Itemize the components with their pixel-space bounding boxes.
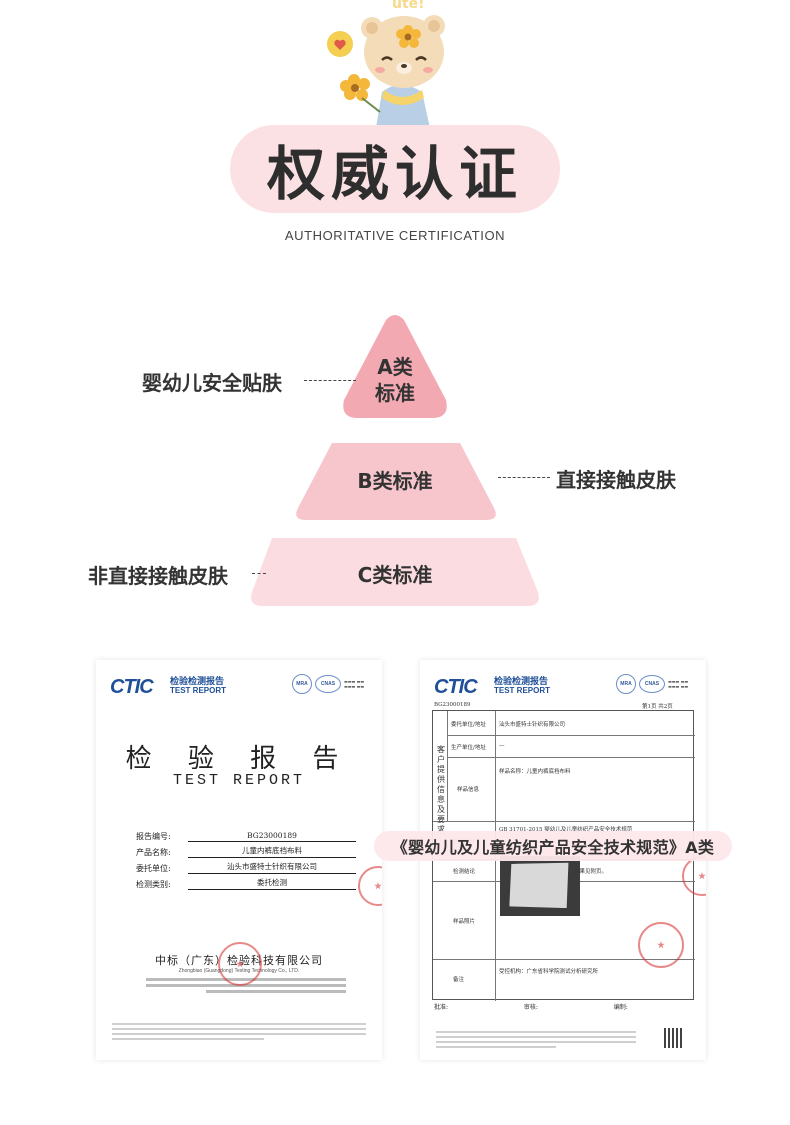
ilac-mra-icon: MRA: [292, 674, 312, 694]
row-key: 样品照片: [453, 919, 476, 925]
page-title: 权威认证: [266, 140, 523, 208]
side-seal-icon: [358, 866, 382, 906]
row-value: 汕头市盛特士针织有限公司: [499, 722, 566, 728]
tier-a-line2: 标准: [375, 381, 415, 405]
row-value: 受控机构：广东省科学院测试分析研究所: [499, 969, 599, 975]
tier-c-label: C类标准: [357, 563, 433, 587]
tier-b-side-label: 直接接触皮肤: [556, 468, 676, 492]
row-key: 备注: [453, 977, 465, 983]
standard-banner: 《婴幼儿及儿童纺织产品安全技术规范》A类: [374, 831, 732, 861]
report-no: BG23000189: [434, 702, 471, 708]
tier-a-label: A类 标准: [360, 354, 430, 406]
field-client: 委托单位: 汕头市盛特士针织有限公司: [136, 858, 356, 874]
certification-pyramid: [251, 315, 539, 606]
row-value: 样品名称：儿童内裤底裆布料: [499, 769, 571, 775]
field-product-name: 产品名称: 儿童内裤底裆布料: [136, 842, 356, 858]
row-key: 生产单位/地址: [451, 745, 486, 751]
tester-label: 编制:: [613, 1004, 628, 1011]
field-report-no: 报告编号: BG23000189: [136, 826, 356, 842]
fabric-sample-photo: [500, 856, 580, 916]
field-key: 产品名称:: [136, 848, 171, 857]
official-seal-icon: [218, 942, 262, 986]
row-key: 委托单位/地址: [451, 722, 486, 728]
field-key: 委托单位:: [136, 864, 171, 873]
pyramid-tier-c: [251, 538, 539, 606]
field-value: 委托检测: [188, 877, 356, 890]
pyramid-tier-b: [296, 443, 496, 520]
cnas-icon: CNAS: [315, 675, 341, 693]
approver-label: 批准:: [434, 1004, 449, 1011]
tier-b-connector: [498, 477, 550, 478]
row-key: 检测结论: [453, 869, 476, 875]
tier-c-side-label: 非直接接触皮肤: [88, 564, 228, 588]
official-seal-icon: [638, 922, 684, 968]
field-value: 儿童内裤底裆布料: [188, 845, 356, 858]
ilac-mra-icon: MRA: [616, 674, 636, 694]
field-key: 检测类别:: [136, 880, 171, 889]
logo-en: TEST REPORT: [494, 686, 551, 695]
ctic-logo: CTIC: [110, 676, 154, 699]
signature-row: 批准: 审核: 编制:: [434, 1002, 694, 1011]
title-pill: 权威认证: [230, 125, 560, 213]
customer-info-column: 客户提供信息及要求: [437, 745, 445, 834]
fine-print: [436, 1028, 636, 1048]
pyramid-tier-a: [343, 315, 447, 418]
fine-print: [112, 1020, 366, 1040]
logo-text: CTIC: [110, 676, 154, 698]
bear-mascot-illustration: ute!: [327, 0, 445, 128]
row-value: 检测结果见附页。: [563, 869, 608, 875]
logo-text: CTIC: [434, 676, 478, 698]
tier-a-connector: [304, 380, 356, 381]
logo-cn: 检验检测报告: [170, 677, 225, 687]
field-test-type: 检测类别: 委托检测: [136, 874, 356, 890]
accreditation-text-icon: ▬▬▬ ▬▬ ▬▬▬ ▬▬: [668, 679, 689, 689]
row-value: GB 31701-2015 婴幼儿及儿童纺织产品安全技术规范: [499, 827, 633, 833]
logo-en: TEST REPORT: [170, 686, 227, 695]
reviewer-label: 审核:: [523, 1004, 538, 1011]
logo-cn: 检验检测报告: [494, 677, 549, 687]
field-key: 报告编号:: [136, 832, 171, 841]
page-indicator: 第1页 共2页: [642, 704, 673, 710]
report-title-en: TEST REPORT: [172, 772, 306, 789]
tier-b-label: B类标准: [357, 469, 433, 493]
report-title-cn: 检 验 报 告: [125, 744, 353, 774]
field-value: 汕头市盛特士针织有限公司: [188, 861, 356, 874]
certificate-cover: CTIC 检验检测报告 TEST REPORT MRA CNAS ▬▬▬ ▬▬ …: [96, 660, 382, 1060]
tier-c-connector: [252, 573, 266, 574]
accreditation-badges: MRA CNAS ▬▬▬ ▬▬ ▬▬▬ ▬▬: [292, 674, 366, 694]
accreditation-badges: MRA CNAS ▬▬▬ ▬▬ ▬▬▬ ▬▬: [616, 674, 690, 694]
ctic-logo: CTIC: [434, 676, 478, 699]
svg-text:ute!: ute!: [392, 0, 425, 12]
tier-a-line1: A类: [377, 355, 413, 379]
page-subtitle: AUTHORITATIVE CERTIFICATION: [284, 228, 506, 243]
row-key: 样品信息: [457, 787, 480, 793]
tier-a-side-label: 婴幼儿安全贴肤: [142, 371, 282, 395]
row-value: —: [499, 743, 505, 749]
qr-code-icon: [664, 1028, 684, 1048]
accreditation-text-icon: ▬▬▬ ▬▬ ▬▬▬ ▬▬: [344, 679, 365, 689]
cnas-icon: CNAS: [639, 675, 665, 693]
field-value: BG23000189: [188, 831, 356, 842]
